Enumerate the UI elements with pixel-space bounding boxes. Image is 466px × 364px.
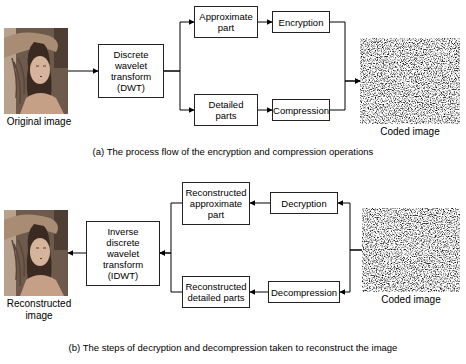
image-label: Reconstructed image [1,298,77,322]
box-label: Compression [273,105,329,116]
process-box: Detailed parts [194,94,258,126]
box-label: Decryption [281,198,326,209]
noise-image [362,208,460,292]
noise-image [360,38,460,124]
flow-arrow [160,203,182,253]
box-label: Inverse discrete wavelet transform (IDWT… [90,226,156,281]
flow-arrow [164,22,194,71]
flow-arrow [250,292,268,293]
figure-caption: (b) The steps of decryption and decompre… [0,342,466,354]
process-box: Encryption [272,11,330,33]
lena-photo [4,210,68,296]
box-label: Detailed parts [198,99,254,121]
image-panel: Coded image [362,208,460,292]
lena-photo [4,28,68,114]
box-label: Approximate part [198,11,254,33]
image-panel: Original image [4,28,68,114]
image-label: Original image [1,116,77,128]
process-box: Inverse discrete wavelet transform (IDWT… [86,221,160,286]
image-label: Coded image [362,294,460,306]
box-label: Decompression [271,287,337,298]
process-box: Discrete wavelet transform (DWT) [98,44,164,98]
image-label: Coded image [360,126,460,138]
process-box: Reconstructed approximate part [182,182,250,225]
figure-caption: (a) The process flow of the encryption a… [0,146,466,158]
process-box: Compression [272,99,330,121]
flow-arrow [338,203,362,250]
flow-arrow [164,71,194,110]
box-label: Encryption [279,17,324,28]
flow-arrow [330,81,360,110]
flow-arrow [250,203,270,204]
flow-arrow [340,250,362,292]
flow-arrow [258,110,272,111]
flow-arrow [68,253,86,254]
process-box: Decryption [270,192,338,214]
flow-arrow [258,22,272,23]
flow-arrow [160,253,182,292]
flow-arrow [68,71,98,72]
process-box: Decompression [268,281,340,303]
box-label: Reconstructed detailed parts [185,281,246,303]
box-label: Reconstructed approximate part [185,187,246,220]
process-box: Approximate part [194,6,258,38]
flow-arrow [330,22,360,81]
image-panel: Coded image [360,38,460,124]
box-label: Discrete wavelet transform (DWT) [102,49,160,93]
image-panel: Reconstructed image [4,210,68,296]
process-box: Reconstructed detailed parts [182,276,250,308]
